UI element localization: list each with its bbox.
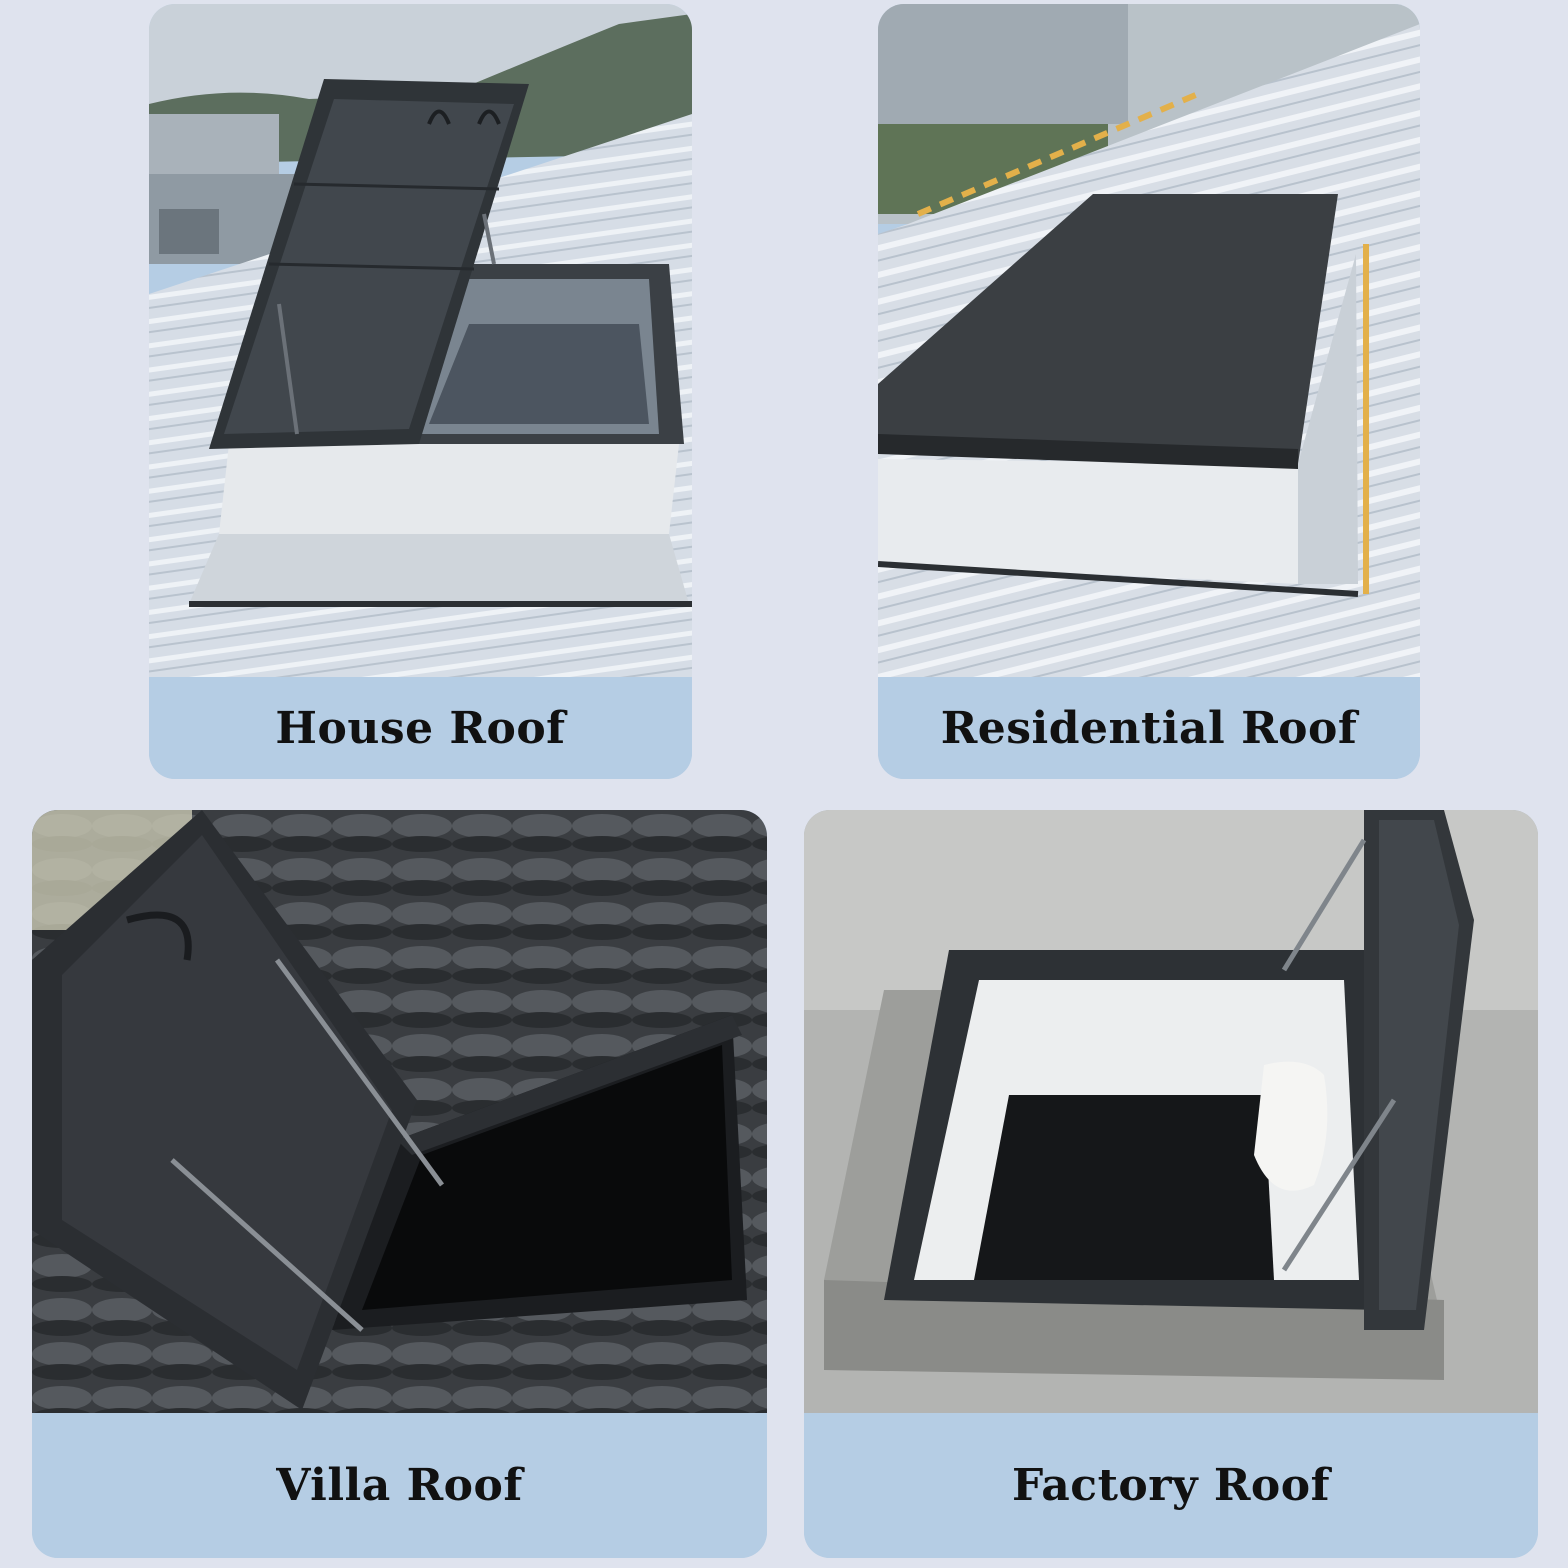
application-card-factory-roof: Factory Roof xyxy=(804,810,1538,1558)
residential-roof-photo xyxy=(878,4,1420,677)
villa-roof-caption: Villa Roof xyxy=(32,1413,767,1558)
application-card-house-roof: House Roof xyxy=(149,4,692,779)
villa-roof-photo xyxy=(32,810,767,1413)
house-roof-caption: House Roof xyxy=(149,677,692,779)
residential-roof-caption: Residential Roof xyxy=(878,677,1420,779)
application-card-villa-roof: Villa Roof xyxy=(32,810,767,1558)
house-roof-photo xyxy=(149,4,692,677)
factory-roof-caption: Factory Roof xyxy=(804,1413,1538,1558)
application-card-residential-roof: Residential Roof xyxy=(878,4,1420,779)
factory-roof-photo xyxy=(804,810,1538,1413)
